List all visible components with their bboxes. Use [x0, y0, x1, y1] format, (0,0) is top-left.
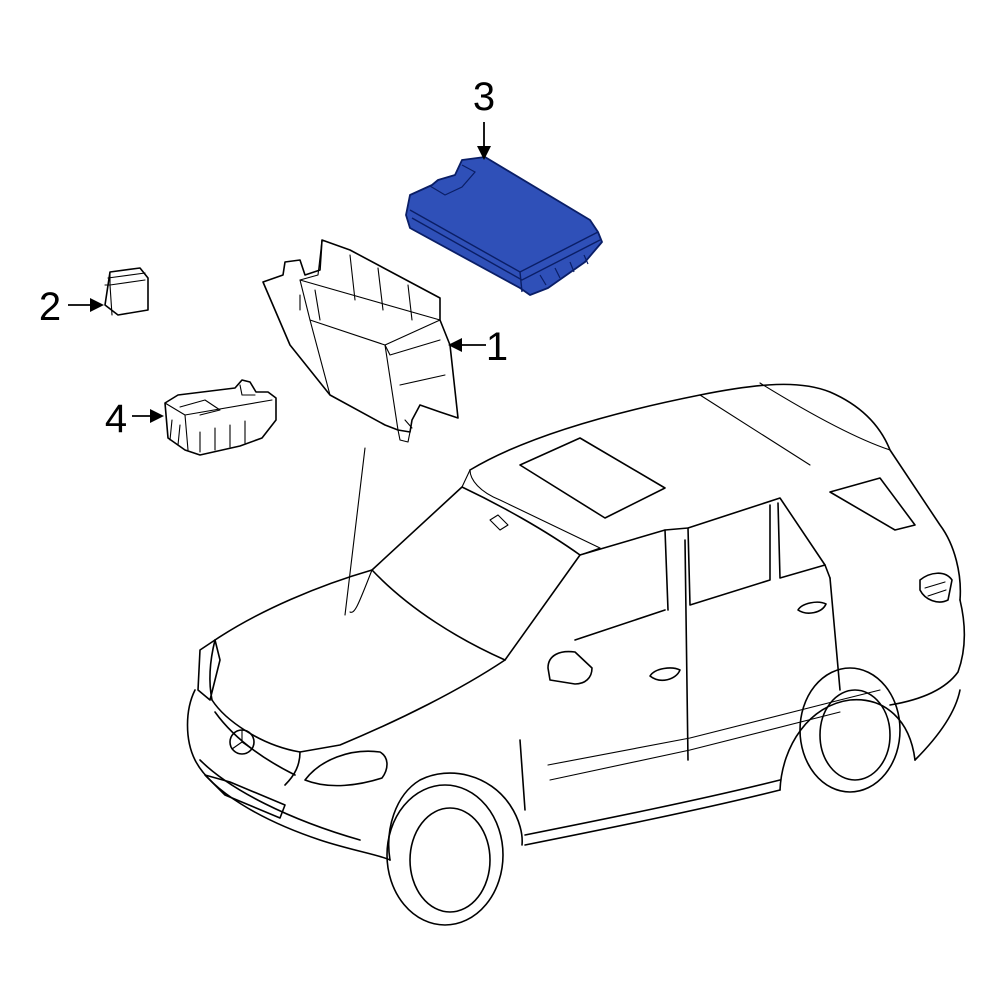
callout-3: 3: [473, 75, 495, 160]
callout-arrow-1-head: [448, 338, 462, 352]
part-1-housing: [262, 239, 459, 443]
callout-arrow-4-head: [150, 409, 164, 423]
part-2-relay: [104, 267, 149, 316]
cover-body: [405, 156, 603, 296]
callout-arrow-3-head: [477, 146, 491, 160]
callout-1: 1: [448, 325, 508, 369]
callout-label-1: 1: [486, 325, 508, 369]
callout-label-2: 2: [39, 285, 61, 329]
vehicle-drawing: [186, 382, 966, 926]
part-4-relay-box: [164, 379, 277, 456]
callout-2: 2: [39, 285, 104, 329]
part-3-cover: [405, 156, 603, 296]
callout-label-4: 4: [105, 397, 127, 441]
callout-label-3: 3: [473, 75, 495, 119]
callout-arrow-2-head: [90, 298, 104, 312]
leader-line-housing-to-vehicle: [344, 447, 366, 616]
callout-4: 4: [105, 397, 164, 441]
